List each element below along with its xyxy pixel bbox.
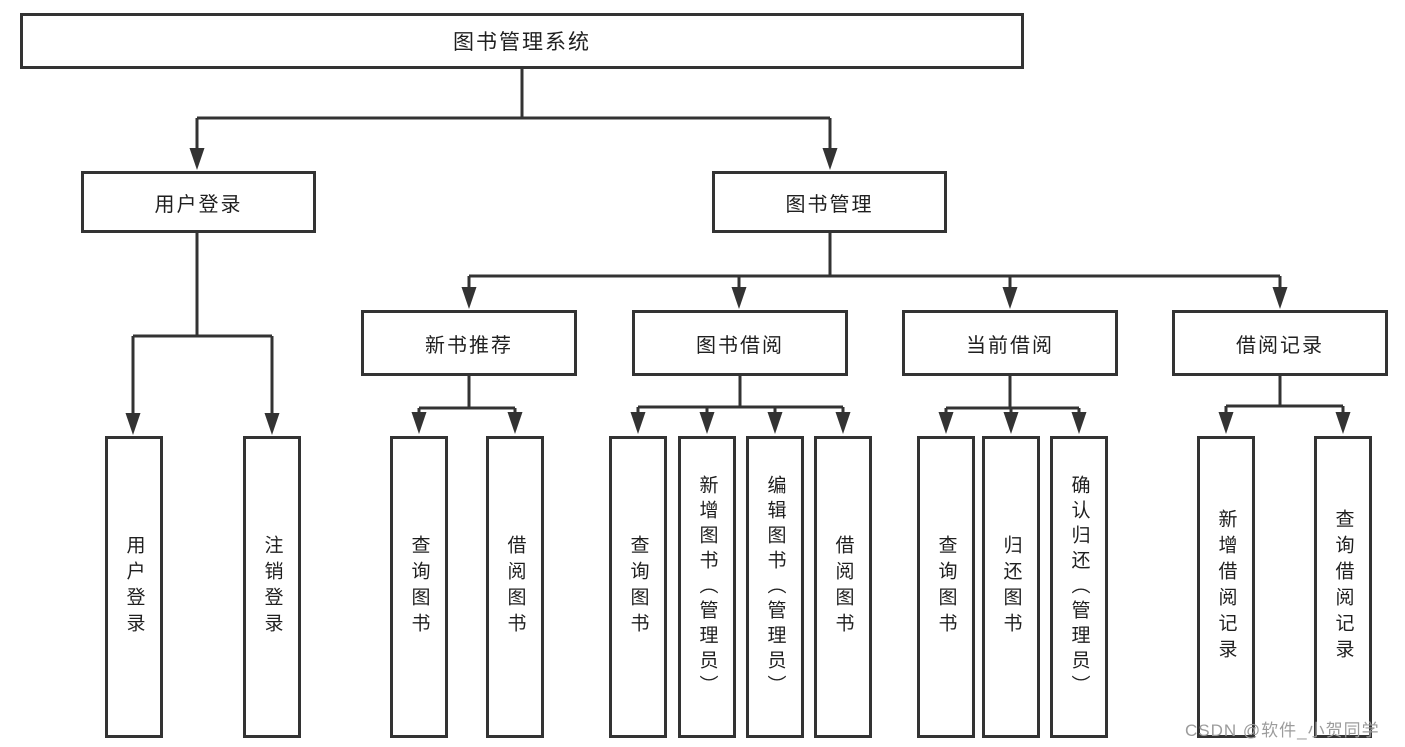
connector-borrow-records-branch — [1224, 376, 1345, 417]
node-leaf-bb-add-label: 新增图书（管理员） — [696, 474, 718, 700]
node-leaf-cb-return: 归还图书 — [982, 436, 1040, 738]
node-leaf-logout: 注销登录 — [243, 436, 301, 738]
node-leaf-user-login-label: 用户登录 — [123, 535, 145, 639]
node-book-borrow: 图书借阅 — [632, 310, 848, 376]
node-leaf-cb-query-label: 查询图书 — [935, 535, 957, 639]
node-current-borrow-label: 当前借阅 — [966, 334, 1054, 357]
node-leaf-nb-borrow-label: 借阅图书 — [504, 535, 526, 639]
node-leaf-user-login: 用户登录 — [105, 436, 163, 738]
node-leaf-cb-query: 查询图书 — [917, 436, 975, 738]
node-leaf-bb-edit-label: 编辑图书（管理员） — [764, 474, 786, 700]
node-leaf-logout-label: 注销登录 — [261, 535, 283, 639]
csdn-watermark: CSDN @软件_小贺同学 — [1185, 721, 1380, 740]
node-leaf-br-add-label: 新增借阅记录 — [1215, 509, 1237, 665]
node-leaf-cb-confirm: 确认归还（管理员） — [1050, 436, 1108, 738]
node-leaf-bb-query-label: 查询图书 — [627, 535, 649, 639]
connector-new-books-branch — [417, 376, 517, 417]
node-leaf-bb-edit: 编辑图书（管理员） — [746, 436, 804, 738]
connector-book-borrow-branch — [636, 376, 845, 417]
node-leaf-bb-borrow-label: 借阅图书 — [832, 535, 854, 639]
node-leaf-cb-confirm-label: 确认归还（管理员） — [1068, 474, 1090, 700]
node-leaf-bb-query: 查询图书 — [609, 436, 667, 738]
node-user-login: 用户登录 — [81, 171, 316, 233]
node-leaf-bb-add: 新增图书（管理员） — [678, 436, 736, 738]
node-leaf-br-add: 新增借阅记录 — [1197, 436, 1255, 738]
node-book-mgmt-label: 图书管理 — [785, 193, 874, 216]
node-borrow-records-label: 借阅记录 — [1236, 334, 1324, 357]
connector-current-borrow-branch — [944, 376, 1081, 417]
node-leaf-cb-return-label: 归还图书 — [1000, 535, 1022, 639]
node-leaf-nb-query: 查询图书 — [390, 436, 448, 738]
node-leaf-br-query-label: 查询借阅记录 — [1332, 509, 1354, 665]
node-leaf-bb-borrow: 借阅图书 — [814, 436, 872, 738]
node-book-borrow-label: 图书借阅 — [696, 334, 784, 357]
node-borrow-records: 借阅记录 — [1172, 310, 1388, 376]
node-leaf-nb-borrow: 借阅图书 — [486, 436, 544, 738]
node-new-books: 新书推荐 — [361, 310, 577, 376]
node-book-mgmt: 图书管理 — [712, 171, 947, 233]
node-root-label: 图书管理系统 — [453, 31, 591, 54]
node-current-borrow: 当前借阅 — [902, 310, 1118, 376]
node-leaf-nb-query-label: 查询图书 — [408, 535, 430, 639]
node-root: 图书管理系统 — [20, 13, 1024, 69]
node-user-login-label: 用户登录 — [154, 193, 243, 216]
node-new-books-label: 新书推荐 — [425, 334, 513, 357]
node-leaf-br-query: 查询借阅记录 — [1314, 436, 1372, 738]
